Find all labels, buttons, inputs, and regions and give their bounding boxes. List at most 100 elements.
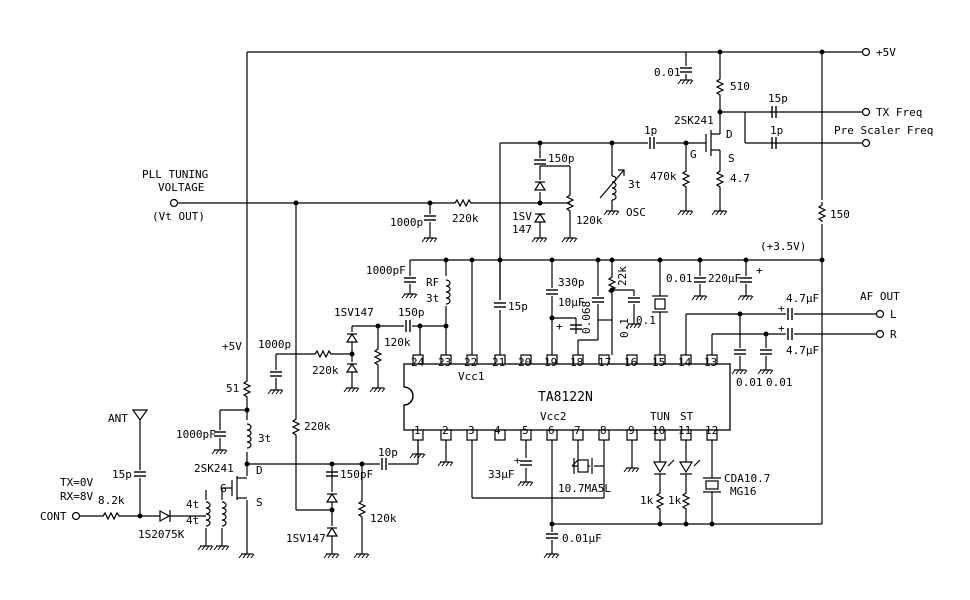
ic-top-pad bbox=[572, 354, 584, 365]
ic-bottom-pad bbox=[626, 429, 638, 441]
ic-pin-2: 2 bbox=[442, 424, 449, 437]
ic-bottom-pad bbox=[412, 429, 424, 441]
led-st bbox=[678, 459, 701, 475]
terminal-plus5v-top: +5V bbox=[876, 46, 896, 59]
plus-sign-220uf: + bbox=[756, 264, 763, 277]
label-r51: 51 bbox=[226, 382, 239, 395]
label-s2: S bbox=[256, 496, 263, 509]
ic-top-pad bbox=[706, 354, 718, 365]
ic-bottom-pad bbox=[680, 429, 692, 441]
label-r470k: 470k bbox=[650, 170, 677, 183]
terminal-circles bbox=[71, 47, 885, 521]
label-c10uf: 10μF bbox=[558, 296, 585, 309]
label-c001-top: 0.01 bbox=[654, 66, 681, 79]
ic-vcc2-label: Vcc2 bbox=[540, 410, 567, 423]
label-q-osc: 2SK241 bbox=[674, 114, 714, 127]
label-r510: 510 bbox=[730, 80, 750, 93]
terminal-tx-freq: TX Freq bbox=[876, 106, 922, 119]
junctions bbox=[137, 49, 825, 527]
label-c330p: 330p bbox=[558, 276, 585, 289]
label-c1p-ps: 1p bbox=[770, 124, 783, 137]
label-c220uf: 220μF bbox=[708, 272, 741, 285]
ic-pin-17: 17 bbox=[598, 356, 611, 369]
label-c1000p-pll: 1000p bbox=[390, 216, 423, 229]
ic-pin-18: 18 bbox=[570, 356, 583, 369]
label-d1s2075k: 1S2075K bbox=[138, 528, 185, 541]
terminal-af-out: AF OUT bbox=[860, 290, 900, 303]
label-r22k: 22k bbox=[616, 266, 629, 286]
terminal-left: L bbox=[890, 308, 897, 321]
label-c1000pf-rf: 1000pF bbox=[366, 264, 406, 277]
ic-top-pad bbox=[440, 354, 452, 365]
ic-bottom-pad bbox=[598, 429, 610, 441]
terminal-ant: ANT bbox=[108, 412, 128, 425]
osc-tuning-arrow bbox=[599, 169, 625, 199]
ic-bottom-pad bbox=[654, 429, 666, 441]
ic-bottom-pad bbox=[706, 429, 718, 441]
plus-sign-47uf-l: + bbox=[778, 302, 785, 315]
label-r150: 150 bbox=[830, 208, 850, 221]
ic-pin-8: 8 bbox=[600, 424, 607, 437]
ic-top-pad bbox=[546, 354, 558, 365]
terminal-pll-line1: PLL TUNING bbox=[142, 168, 208, 181]
label-r1k-a: 1k bbox=[640, 494, 654, 507]
ic-pin-22: 22 bbox=[464, 356, 477, 369]
ic-pin-5: 5 bbox=[522, 424, 529, 437]
label-c15p-ant: 15p bbox=[112, 468, 132, 481]
ic-top-pad bbox=[412, 354, 424, 365]
label-g2: G bbox=[220, 482, 227, 495]
ic-pin-21: 21 bbox=[492, 356, 505, 369]
label-c001uf: 0.01μF bbox=[562, 532, 602, 545]
ic-bottom-pad bbox=[520, 429, 532, 441]
label-d1: D bbox=[726, 128, 733, 141]
label-c1000p-left: 1000p bbox=[258, 338, 291, 351]
label-r82k: 8.2k bbox=[98, 494, 125, 507]
ic-top-pad bbox=[598, 354, 610, 365]
terminal-txrx-1: TX=0V bbox=[60, 476, 93, 489]
terminal-plus5v-left: +5V bbox=[222, 340, 242, 353]
label-c47uf-l: 4.7μF bbox=[786, 292, 819, 305]
ic-part-number: TA8122N bbox=[538, 390, 593, 405]
label-c15p-21: 15p bbox=[508, 300, 528, 313]
cda10-7-filter bbox=[703, 477, 721, 493]
ic-top-pad bbox=[680, 354, 692, 365]
label-l3t-rf: 3t bbox=[426, 292, 439, 305]
label-l4t-a: 4t bbox=[186, 498, 199, 511]
label-c0068: 0.068 bbox=[580, 301, 593, 334]
label-c150pf-mid: 150pF bbox=[340, 468, 373, 481]
ic-bottom-pad bbox=[494, 429, 506, 441]
ic-pin-15: 15 bbox=[652, 356, 665, 369]
ic-pin-13: 13 bbox=[704, 356, 717, 369]
label-c33uf: 33μF bbox=[488, 468, 515, 481]
terminal-right: R bbox=[890, 328, 897, 341]
ic-pin-11: 11 bbox=[678, 424, 691, 437]
ic-pin-6: 6 bbox=[548, 424, 555, 437]
label-d1sv147-rf: 1SV147 bbox=[334, 306, 374, 319]
terminal-pll-line2: VOLTAGE bbox=[158, 181, 204, 194]
osc-tuning-arrowhead bbox=[618, 169, 625, 176]
antenna-icon bbox=[131, 409, 149, 422]
label-d1sv147-mid: 1SV147 bbox=[286, 532, 326, 545]
fet-rf-2sk241 bbox=[231, 476, 247, 500]
label-r120k-rf: 120k bbox=[384, 336, 411, 349]
label-c47uf-r: 4.7μF bbox=[786, 344, 819, 357]
label-l3t-ant: 3t bbox=[258, 432, 271, 445]
led-tun bbox=[652, 459, 675, 475]
ic-tun-label: TUN bbox=[650, 410, 670, 423]
label-cda-a: CDA10.7 bbox=[724, 472, 770, 485]
ic-st-label: ST bbox=[680, 410, 694, 423]
ic-pin-24: 24 bbox=[411, 356, 425, 369]
ic-top-pad bbox=[626, 354, 638, 365]
ic-bottom-pad bbox=[572, 429, 584, 441]
ic-pin-19: 19 bbox=[544, 356, 557, 369]
ic-pin-20: 20 bbox=[518, 356, 531, 369]
label-r220k-left: 220k bbox=[312, 364, 339, 377]
ic-pin-9: 9 bbox=[628, 424, 635, 437]
fet-osc-2sk241 bbox=[705, 130, 721, 156]
ic-top-pad bbox=[466, 354, 478, 365]
ic-pin-7: 7 bbox=[574, 424, 581, 437]
label-c001-13b: 0.01 bbox=[766, 376, 793, 389]
ic-pin-10: 10 bbox=[652, 424, 665, 437]
ic-pin-16: 16 bbox=[624, 356, 637, 369]
label-rf: RF bbox=[426, 276, 439, 289]
